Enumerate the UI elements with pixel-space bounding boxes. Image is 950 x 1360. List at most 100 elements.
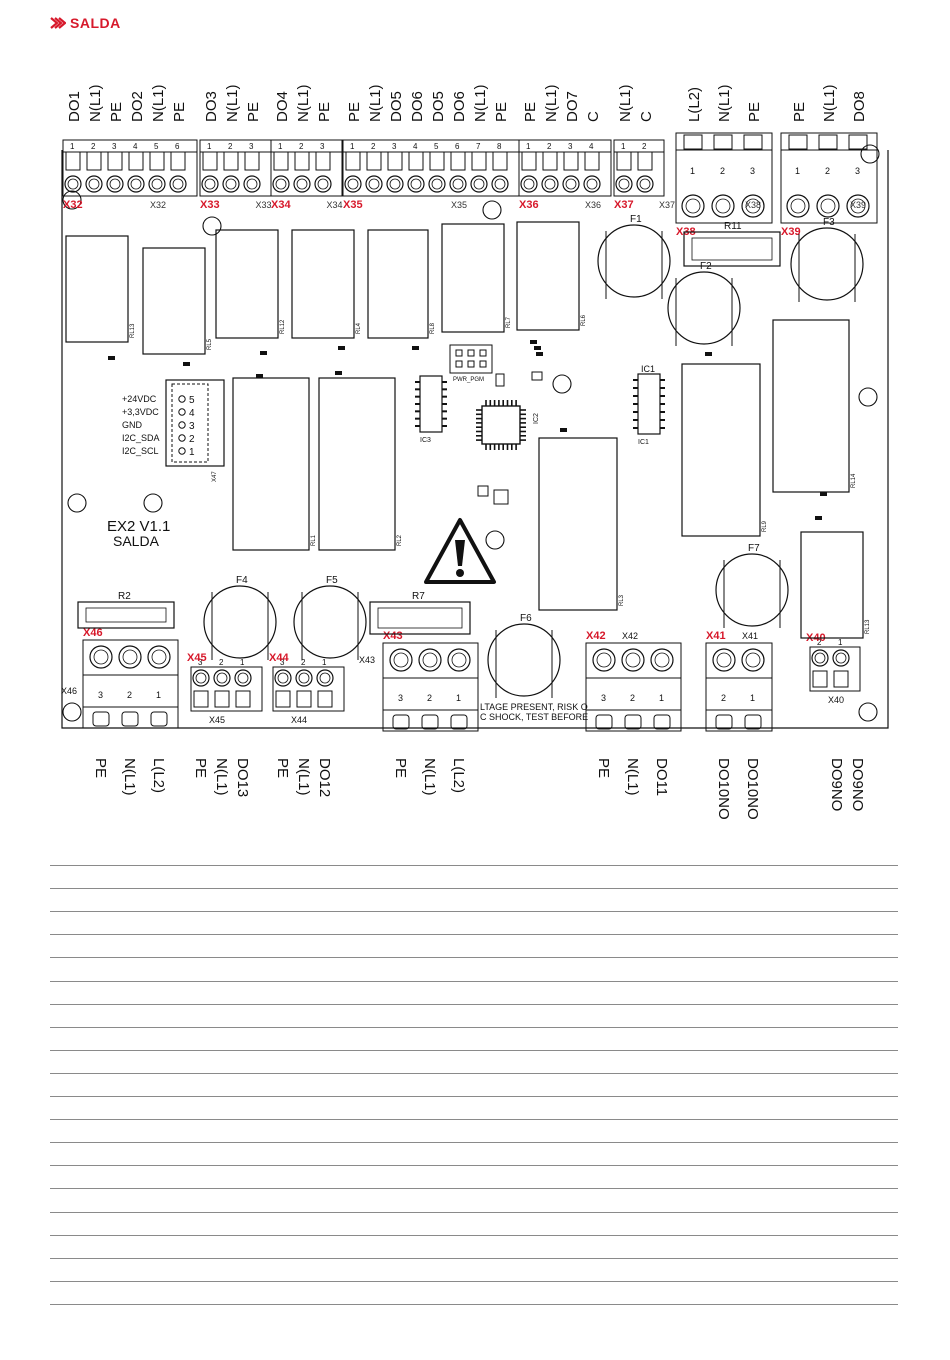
terminal-slot — [471, 151, 487, 171]
terminal-screw-inner — [393, 652, 409, 668]
terminal-slot — [492, 151, 508, 171]
wire-label: DO5 — [388, 91, 405, 122]
terminal-screw-inner — [88, 178, 100, 190]
led — [256, 374, 263, 378]
terminal-slot — [421, 714, 439, 730]
terminal-slot — [121, 711, 139, 727]
terminal-slot — [563, 151, 579, 171]
pin-number: 2 — [127, 690, 132, 700]
pin-number: 5 — [154, 142, 159, 151]
power-pin-hole — [178, 434, 186, 442]
wire-label: N(L1) — [421, 758, 438, 796]
fuse: F7 — [715, 543, 789, 628]
led — [560, 428, 567, 432]
terminal-slot — [345, 151, 361, 171]
header-frame — [165, 379, 225, 467]
connector-ref: X40 — [828, 695, 844, 705]
terminal-slot — [296, 690, 312, 708]
relay-ref: RL12 — [280, 319, 286, 334]
terminal-slot — [812, 670, 828, 688]
terminal-screw-inner — [277, 672, 289, 684]
pin-number: 8 — [497, 142, 502, 151]
terminal-screw — [201, 175, 219, 193]
wire-label: N(L1) — [224, 84, 241, 122]
mounting-hole — [485, 530, 505, 550]
ruled-line — [50, 1003, 898, 1005]
terminal-screw-inner — [298, 672, 310, 684]
relay-ref: RL13 — [130, 323, 136, 338]
fuse-body — [667, 271, 741, 345]
pin-number: 2 — [721, 693, 726, 703]
terminal-screw — [741, 194, 765, 218]
pin-number: 2 — [299, 142, 304, 151]
terminal-screw — [846, 194, 870, 218]
terminal-screw — [786, 194, 810, 218]
wire-label: DO12 — [316, 758, 333, 797]
terminal-screw-inner — [618, 178, 630, 190]
fuse-ref: F4 — [236, 575, 248, 586]
ruled-line — [50, 1234, 898, 1236]
terminal-slot — [275, 690, 291, 708]
power-pin-number: 4 — [189, 408, 195, 419]
terminal-screw-inner — [452, 178, 464, 190]
connector-ref: X38 — [745, 200, 761, 210]
power-pin-number: 2 — [189, 434, 195, 445]
ic-ref: IC1 — [638, 439, 649, 446]
pin-number: 3 — [198, 658, 203, 667]
wire-label: N(L1) — [617, 84, 634, 122]
connector-id: X33 — [200, 199, 220, 211]
terminal-slot — [65, 151, 81, 171]
relay-body — [538, 437, 618, 611]
warning-dot — [456, 569, 464, 577]
ruled-line — [50, 1257, 898, 1259]
relay: RL4 — [291, 229, 362, 339]
fuse-body — [203, 585, 277, 659]
terminal-screw — [541, 175, 559, 193]
connector-id: X36 — [519, 199, 539, 211]
mounting-hole — [858, 387, 878, 407]
header-pin — [479, 349, 487, 357]
connector-ref: X42 — [622, 631, 638, 641]
relay-ref: RL4 — [356, 322, 362, 334]
terminal-screw — [650, 648, 674, 672]
small-part — [493, 489, 509, 505]
terminal-block — [705, 642, 773, 732]
pin-number: 1 — [795, 166, 800, 176]
fuse-ref: F5 — [326, 575, 338, 586]
terminal-slot — [595, 714, 613, 730]
terminal-screw — [832, 649, 850, 667]
resistor-body — [77, 601, 175, 629]
pin-number: 1 — [240, 658, 245, 667]
terminal-slot — [387, 151, 403, 171]
wire-label: DO7 — [564, 91, 581, 122]
terminal-slot — [214, 690, 230, 708]
terminal-screw — [127, 175, 145, 193]
wire-label: N(L1) — [543, 84, 560, 122]
resistor: R7 — [369, 591, 471, 635]
pin-number: 1 — [70, 142, 75, 151]
terminal-screw-inner — [347, 178, 359, 190]
ruled-line — [50, 865, 898, 866]
resistor-inner — [377, 607, 463, 629]
power-pin-hole — [178, 395, 186, 403]
wire-label: N(L1) — [150, 84, 167, 122]
relay-ref: RL2 — [397, 534, 403, 546]
wire-label: DO5 — [430, 91, 447, 122]
terminal-screw-inner — [67, 178, 79, 190]
wire-label: DO2 — [129, 91, 146, 122]
mounting-hole — [858, 702, 878, 722]
terminal-slot — [170, 151, 186, 171]
terminal-screw — [636, 175, 654, 193]
wire-label: C — [585, 111, 602, 122]
ic-qfp: IC2 — [476, 400, 540, 450]
terminal-screw — [274, 669, 292, 687]
salda-logo: SALDA — [50, 15, 121, 31]
header-pin — [479, 360, 487, 368]
ruled-line — [50, 911, 898, 913]
relay-ref: RL1 — [311, 534, 317, 546]
relay: RL9 — [681, 363, 768, 537]
wire-label: PE — [192, 758, 209, 778]
